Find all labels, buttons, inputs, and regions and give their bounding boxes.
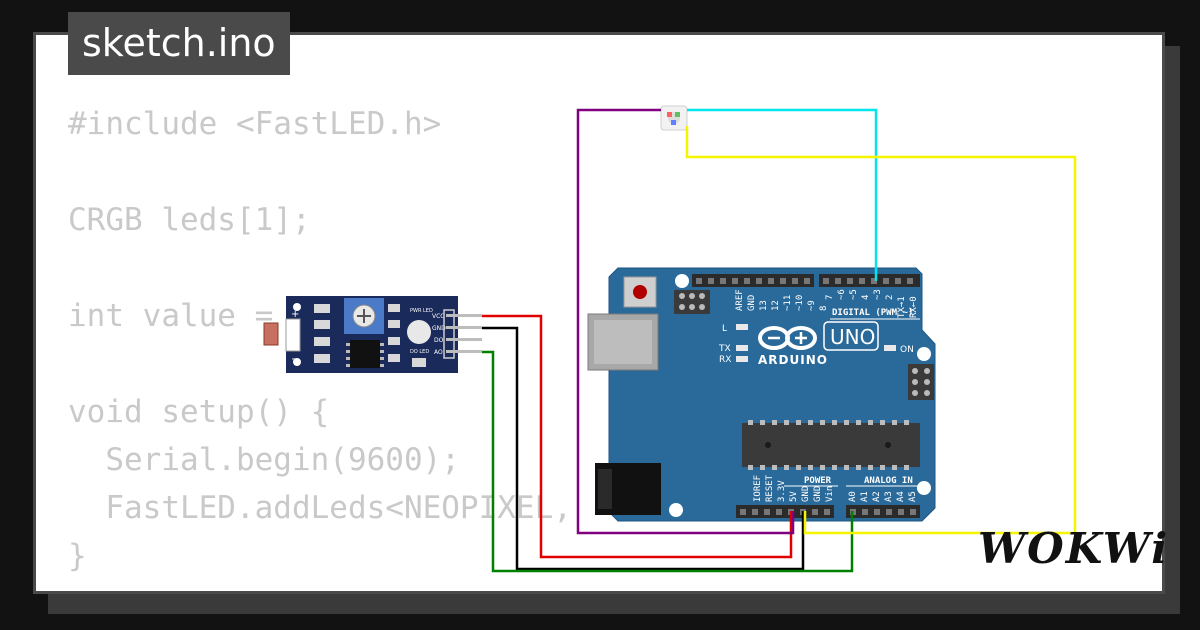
mount-hole bbox=[675, 274, 689, 288]
pin-label: A0 bbox=[848, 491, 858, 502]
power-section-label: POWER bbox=[804, 476, 832, 486]
board-model: UNO bbox=[830, 325, 875, 349]
pin-label: ~3 bbox=[873, 289, 883, 300]
wire-vcc[interactable] bbox=[482, 314, 793, 559]
pin-label: ~10 bbox=[795, 295, 805, 311]
pin-label: 12 bbox=[771, 300, 781, 311]
wire-gnd[interactable] bbox=[482, 326, 805, 571]
digital-section-label: DIGITAL (PWM ~) bbox=[832, 308, 913, 318]
indicator-label-tx: TX bbox=[718, 344, 731, 354]
pin-label: RX←0 bbox=[909, 296, 919, 318]
pin-label: 7 bbox=[825, 295, 835, 300]
pwr-led bbox=[407, 320, 431, 344]
pin-label: A3 bbox=[884, 491, 894, 502]
pin-label: GND bbox=[813, 486, 823, 502]
pin-label: ~9 bbox=[807, 300, 817, 311]
mount-hole bbox=[917, 481, 931, 495]
pin-label: ~6 bbox=[837, 289, 847, 300]
pin-label: 5V bbox=[789, 491, 799, 502]
pin-label-vcc: VCC bbox=[432, 313, 444, 320]
tx-led bbox=[736, 345, 748, 351]
power-header bbox=[736, 505, 834, 518]
on-led bbox=[884, 345, 896, 351]
code-line: int value = bbox=[68, 298, 274, 334]
pin-label: GND bbox=[801, 486, 811, 502]
ldr-sensor-module[interactable]: + − PWR LED DO LED VCC GND DO AO bbox=[263, 296, 482, 373]
code-line: CRGB leds[1]; bbox=[68, 202, 311, 238]
pwr-led-label: PWR LED bbox=[410, 308, 433, 314]
on-label: ON bbox=[900, 345, 914, 355]
file-tab[interactable]: sketch.ino bbox=[68, 12, 290, 75]
pin-label: 13 bbox=[759, 300, 769, 311]
board-brand: ARDUINO bbox=[758, 353, 828, 367]
code-line: } bbox=[68, 538, 87, 574]
analog-section-label: ANALOG IN bbox=[864, 476, 913, 486]
photoresistor bbox=[263, 322, 279, 346]
code-editor[interactable]: #include <FastLED.h> CRGB leds[1]; int val… bbox=[68, 100, 572, 580]
pin-label: 2 bbox=[885, 295, 895, 300]
pin-label-do: DO bbox=[434, 337, 444, 344]
l-led bbox=[736, 324, 748, 330]
pin-label-gnd: GND bbox=[432, 325, 446, 332]
minus-label: − bbox=[291, 354, 299, 365]
pin-label: ~5 bbox=[849, 289, 859, 300]
pin-label: A1 bbox=[860, 491, 870, 502]
pin-label: A5 bbox=[908, 491, 918, 502]
plus-label: + bbox=[291, 309, 299, 320]
pin-label: A2 bbox=[872, 491, 882, 502]
arduino-uno-board[interactable]: AREF GND 13 12 ~11 ~10 ~9 8 7 ~6 ~5 4 ~3… bbox=[587, 267, 936, 522]
code-line: Serial.begin(9600); bbox=[68, 442, 460, 478]
pin-label: 8 bbox=[819, 306, 829, 311]
indicator-label-l: L bbox=[722, 324, 727, 334]
wire-led-vdd[interactable] bbox=[576, 108, 795, 535]
mount-hole bbox=[917, 347, 931, 361]
arduino-infinity-icon bbox=[758, 326, 817, 350]
pin-label: GND bbox=[747, 295, 757, 311]
neopixel-led[interactable] bbox=[660, 105, 688, 131]
mount-hole bbox=[669, 503, 683, 517]
rx-led bbox=[736, 356, 748, 362]
digital-header-right bbox=[819, 274, 920, 287]
pin-label: TX→1 bbox=[897, 296, 907, 318]
code-line: #include <FastLED.h> bbox=[68, 106, 442, 142]
pin-label: 4 bbox=[861, 295, 871, 300]
pin-label: Vin bbox=[825, 486, 835, 502]
pin-label: A4 bbox=[896, 491, 906, 502]
icsp-header-right bbox=[908, 364, 934, 400]
pin-label-ao: AO bbox=[434, 349, 443, 356]
indicator-label-rx: RX bbox=[719, 355, 731, 365]
pin-label: RESET bbox=[765, 474, 775, 502]
wires bbox=[482, 108, 1077, 573]
pin-label: ~11 bbox=[783, 295, 793, 311]
wire-led-vss[interactable] bbox=[685, 126, 1077, 535]
wire-led-din[interactable] bbox=[687, 108, 878, 281]
pin-label: IOREF bbox=[753, 475, 763, 502]
code-line: void setup() { bbox=[68, 394, 330, 430]
pin-label: 3.3V bbox=[777, 480, 787, 502]
do-led-label: DO LED bbox=[410, 349, 429, 355]
wire-ao[interactable] bbox=[482, 350, 854, 573]
analog-header bbox=[846, 505, 920, 518]
wokwi-logo: WOKWi bbox=[978, 524, 1170, 573]
reset-button-cap bbox=[633, 285, 647, 299]
pin-label: AREF bbox=[735, 289, 745, 311]
